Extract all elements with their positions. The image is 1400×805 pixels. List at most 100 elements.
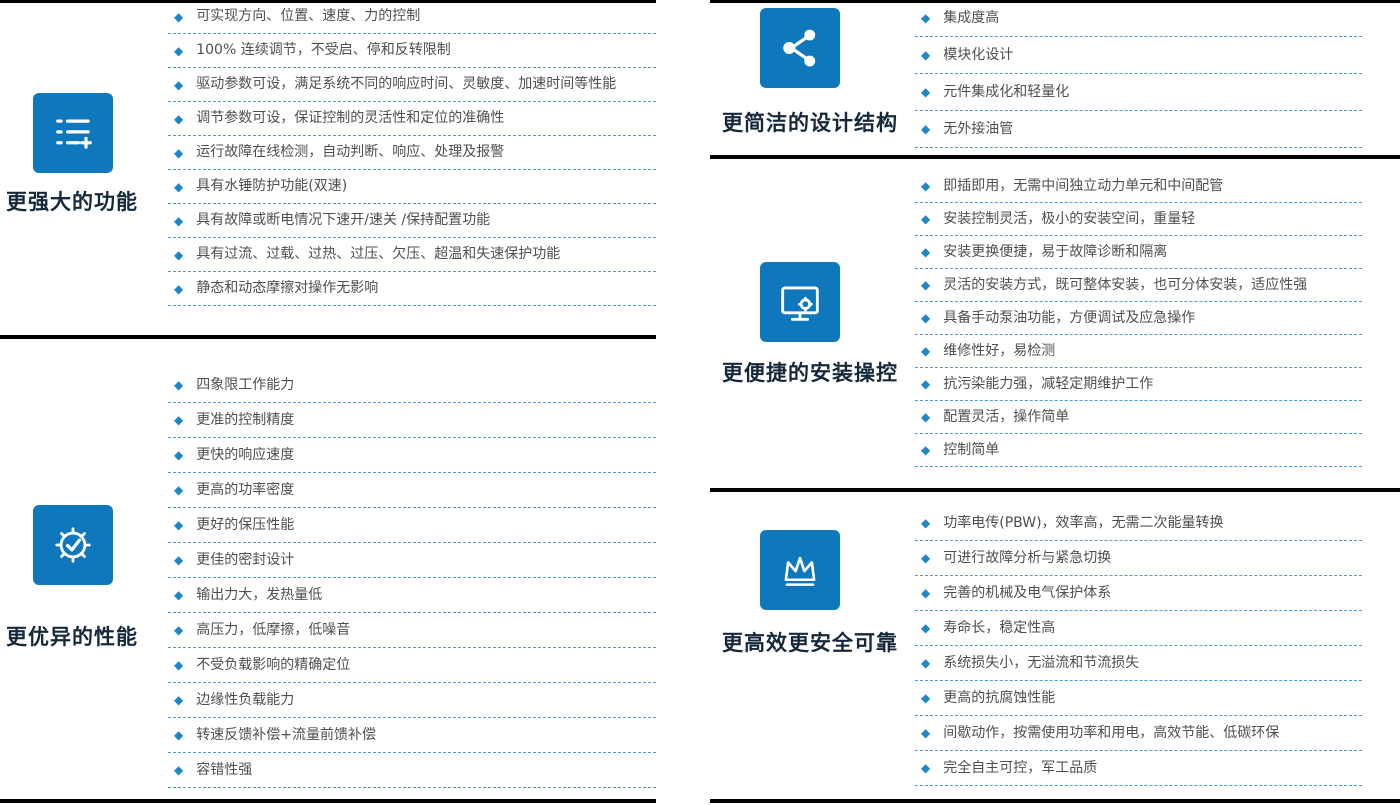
list-item: ◆运行故障在线检测，自动判断、响应、处理及报警 (168, 136, 656, 170)
list-item: ◆更高的抗腐蚀性能 (915, 681, 1362, 716)
list-item: ◆ 元件集成化和轻量化 (915, 74, 1362, 111)
right-column: 更简洁的设计结构 ◆集成度高◆模块化设计◆元件集成化和轻量化◆无外接油管 更便捷… (710, 0, 1400, 805)
list-item: ◆更好的保压性能 (168, 508, 656, 543)
diamond-bullet-icon: ◆ (174, 111, 184, 126)
list-item-text: 安装控制灵活，极小的安装空间，重量轻 (943, 210, 1196, 227)
diamond-bullet-icon: ◆ (921, 377, 931, 391)
list-item-text: 具备手动泵油功能，方便调试及应急操作 (943, 309, 1196, 326)
list-item-text: 运行故障在线检测，自动判断、响应、处理及报警 (196, 144, 505, 160)
diamond-bullet-icon: ◆ (174, 9, 184, 24)
list-item: ◆ 不受负载影响的精确定位 (168, 648, 656, 683)
divider-1-right (710, 155, 1400, 159)
list-item: ◆ 具备手动泵油功能，方便调试及应急操作 (915, 302, 1362, 335)
list-item: ◆即插即用，无需中间独立动力单元和中间配管 (915, 170, 1362, 203)
diamond-bullet-icon: ◆ (921, 212, 931, 226)
list-item-text: 容错性强 (196, 761, 253, 778)
list-item-text: 边缘性负载能力 (196, 691, 295, 708)
feature-list-powerful-features: ◆可实现方向、位置、速度、力的控制◆100% 连续调节，不受启、停和反转限制◆驱… (168, 0, 656, 306)
diamond-bullet-icon: ◆ (921, 443, 931, 457)
list-item: ◆ 更快的响应速度 (168, 438, 656, 473)
diamond-bullet-icon: ◆ (921, 761, 931, 775)
list-item-text: 集成度高 (943, 9, 1000, 26)
list-item-text: 更快的响应速度 (196, 446, 295, 463)
list-item-text: 元件集成化和轻量化 (943, 83, 1070, 100)
list-item-text: 四象限工作能力 (196, 376, 295, 393)
diamond-bullet-icon: ◆ (921, 85, 931, 99)
diamond-bullet-icon: ◆ (921, 410, 931, 424)
list-item-text: 具有过流、过载、过热、过压、欠压、超温和失速保护功能 (196, 246, 561, 262)
list-item: ◆维修性好，易检测 (915, 335, 1362, 368)
list-item: ◆具有过流、过载、过热、过压、欠压、超温和失速保护功能 (168, 238, 656, 272)
list-item-text: 控制简单 (943, 441, 1000, 458)
diamond-bullet-icon: ◆ (174, 213, 184, 228)
diamond-bullet-icon: ◆ (921, 278, 931, 292)
diamond-bullet-icon: ◆ (174, 588, 184, 602)
list-item: ◆ 驱动参数可设，满足系统不同的响应时间、灵敏度、加速时间等性能 (168, 68, 656, 102)
diamond-bullet-icon: ◆ (174, 77, 184, 92)
list-item: ◆间歇动作，按需使用功率和用电，高效节能、低碳环保 (915, 716, 1362, 751)
share-network-icon (760, 8, 840, 88)
section-title-simple-design: 更简洁的设计结构 (722, 111, 898, 135)
list-item-text: 完全自主可控，军工品质 (943, 759, 1098, 776)
diamond-bullet-icon: ◆ (921, 11, 931, 25)
diamond-bullet-icon: ◆ (921, 179, 931, 193)
list-item: ◆ 抗污染能力强，减轻定期维护工作 (915, 368, 1362, 401)
diamond-bullet-icon: ◆ (921, 311, 931, 325)
list-item: ◆模块化设计 (915, 37, 1362, 74)
list-item-text: 更高的抗腐蚀性能 (943, 689, 1056, 706)
list-item: ◆四象限工作能力 (168, 368, 656, 403)
diamond-bullet-icon: ◆ (174, 483, 184, 497)
diamond-bullet-icon: ◆ (921, 516, 931, 530)
diamond-bullet-icon: ◆ (174, 623, 184, 637)
list-item-text: 更准的控制精度 (196, 411, 295, 428)
diamond-bullet-icon: ◆ (921, 551, 931, 565)
diamond-bullet-icon: ◆ (174, 658, 184, 672)
list-item-text: 系统损失小，无溢流和节流损失 (943, 654, 1140, 671)
list-item: ◆ 寿命长，稳定性高 (915, 611, 1362, 646)
list-item: ◆ 安装控制灵活，极小的安装空间，重量轻 (915, 203, 1362, 236)
section-title-superior-performance: 更优异的性能 (6, 625, 138, 649)
feature-list-efficient-safe: ◆功率电传(PBW)，效率高，无需二次能量转换◆可进行故障分析与紧急切换◆完善的… (915, 506, 1362, 786)
list-item: ◆ 调节参数可设，保证控制的灵活性和定位的准确性 (168, 102, 656, 136)
diamond-bullet-icon: ◆ (174, 448, 184, 462)
list-item: ◆边缘性负载能力 (168, 683, 656, 718)
list-item: ◆具有故障或断电情况下速开/速关 /保持配置功能 (168, 204, 656, 238)
list-item: ◆输出力大，发热量低 (168, 578, 656, 613)
list-item-text: 不受负载影响的精确定位 (196, 656, 351, 673)
list-item-text: 驱动参数可设，满足系统不同的响应时间、灵敏度、加速时间等性能 (196, 76, 617, 92)
list-item: ◆可实现方向、位置、速度、力的控制 (168, 0, 656, 34)
list-item: ◆ 配置灵活，操作简单 (915, 401, 1362, 434)
list-item: ◆系统损失小，无溢流和节流损失 (915, 646, 1362, 681)
list-item: ◆转速反馈补偿+流量前馈补偿 (168, 718, 656, 753)
divider-bottom-right (710, 799, 1400, 803)
list-item: ◆容错性强 (168, 753, 656, 788)
list-item: ◆更准的控制精度 (168, 403, 656, 438)
list-plus-icon (33, 93, 113, 173)
diamond-bullet-icon: ◆ (921, 586, 931, 600)
feature-list-simple-design: ◆ 集成度高 ◆模块化设计 ◆ 元件集成化和轻量化 ◆ 无外接油管 (915, 0, 1362, 148)
list-item-text: 具有水锤防护功能(双速) (196, 178, 348, 194)
list-item-text: 静态和动态摩擦对操作无影响 (196, 280, 379, 296)
diamond-bullet-icon: ◆ (174, 179, 184, 194)
diamond-bullet-icon: ◆ (174, 518, 184, 532)
list-item: ◆安装更换便捷，易于故障诊断和隔离 (915, 236, 1362, 269)
list-item-text: 配置灵活，操作简单 (943, 408, 1070, 425)
list-item-text: 抗污染能力强，减轻定期维护工作 (943, 375, 1154, 392)
divider-2-right (710, 488, 1400, 492)
list-item: ◆ 无外接油管 (915, 111, 1362, 148)
list-item-text: 间歇动作，按需使用功率和用电，高效节能、低碳环保 (943, 724, 1280, 741)
left-column: 更强大的功能 ◆可实现方向、位置、速度、力的控制◆100% 连续调节，不受启、停… (0, 0, 656, 805)
diamond-bullet-icon: ◆ (921, 122, 931, 136)
list-item-text: 寿命长，稳定性高 (943, 619, 1056, 636)
list-item-text: 调节参数可设，保证控制的灵活性和定位的准确性 (196, 110, 505, 126)
diamond-bullet-icon: ◆ (921, 344, 931, 358)
list-item-text: 100% 连续调节，不受启、停和反转限制 (196, 42, 451, 58)
list-item: ◆ 具有水锤防护功能(双速) (168, 170, 656, 204)
list-item: ◆ 控制简单 (915, 434, 1362, 467)
feature-list-convenient-install: ◆即插即用，无需中间独立动力单元和中间配管◆安装控制灵活，极小的安装空间，重量轻… (915, 170, 1362, 467)
diamond-bullet-icon: ◆ (921, 621, 931, 635)
list-item-text: 无外接油管 (943, 120, 1014, 137)
list-item-text: 转速反馈补偿+流量前馈补偿 (196, 726, 376, 743)
crown-icon (760, 530, 840, 610)
